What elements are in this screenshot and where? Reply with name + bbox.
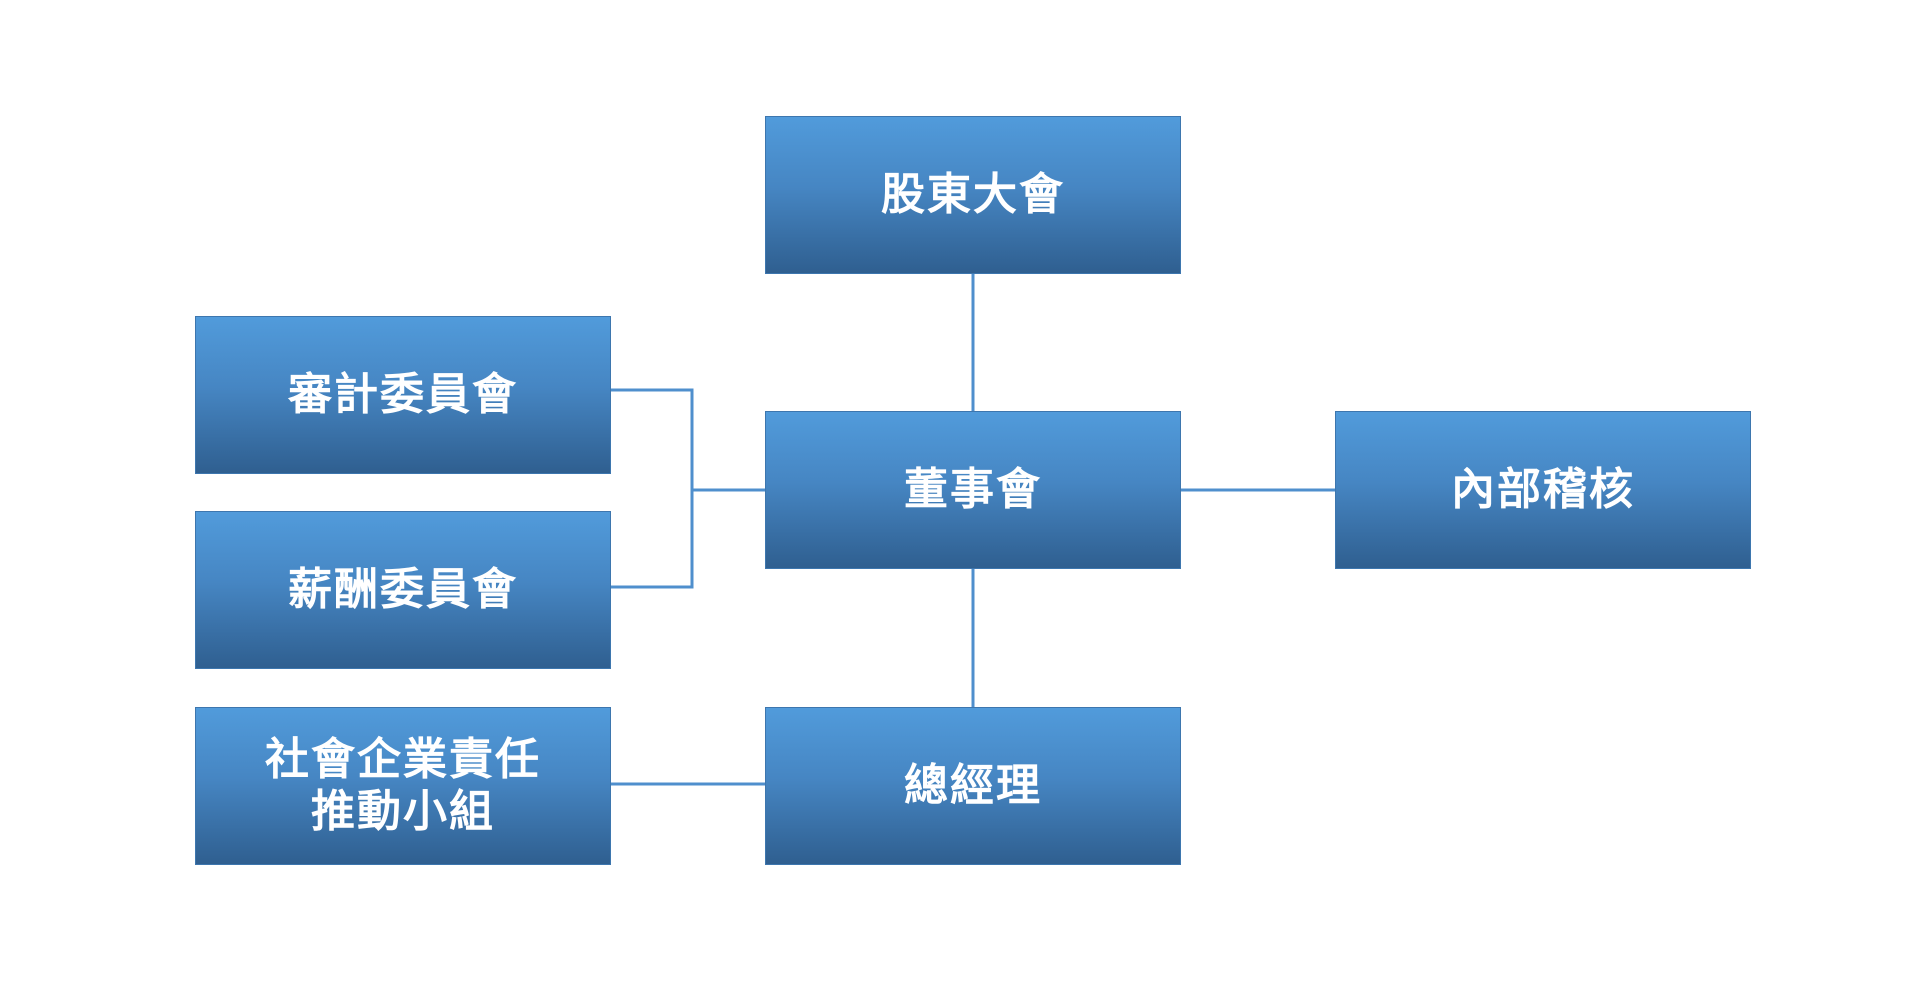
csr-group-label-line1: 社會企業責任 — [265, 734, 541, 786]
shareholders-meeting-label: 股東大會 — [881, 169, 1065, 221]
compensation-committee-box[interactable]: 薪酬委員會 — [195, 511, 611, 669]
general-manager-box[interactable]: 總經理 — [765, 707, 1181, 865]
board-of-directors-box[interactable]: 董事會 — [765, 411, 1181, 569]
csr-group-label-line2: 推動小組 — [311, 786, 495, 837]
internal-audit-box[interactable]: 內部稽核 — [1335, 411, 1751, 569]
csr-group-label: 社會企業責任 推動小組 — [265, 734, 541, 838]
internal-audit-label: 內部稽核 — [1451, 464, 1635, 516]
board-of-directors-label: 董事會 — [904, 464, 1042, 516]
general-manager-label: 總經理 — [904, 760, 1042, 812]
shareholders-meeting-box[interactable]: 股東大會 — [765, 116, 1181, 274]
audit-committee-label: 審計委員會 — [288, 369, 518, 421]
csr-group-box[interactable]: 社會企業責任 推動小組 — [195, 707, 611, 865]
compensation-committee-label: 薪酬委員會 — [288, 564, 518, 616]
audit-committee-box[interactable]: 審計委員會 — [195, 316, 611, 474]
